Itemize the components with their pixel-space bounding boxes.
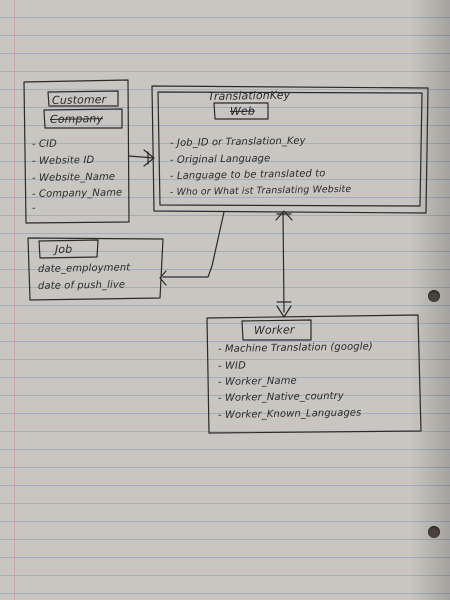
customer-attr-website-name: - Website_Name xyxy=(31,171,116,184)
job-title: Job xyxy=(54,242,73,256)
customer-title-box xyxy=(47,90,119,107)
job-title-box xyxy=(38,239,99,259)
customer-title-box-2 xyxy=(43,108,123,129)
worker-attr-worker-name: - Worker_Name xyxy=(217,375,297,388)
crows-foot-worker xyxy=(276,305,292,318)
translation-key-attr-original-language: - Original Language xyxy=(169,153,271,166)
job-attr-date-employment: date_employment xyxy=(37,262,131,275)
crows-foot-job xyxy=(159,270,167,286)
punch-hole-middle xyxy=(428,290,440,302)
customer-attr-blank: - xyxy=(31,202,36,214)
job-box xyxy=(27,237,164,301)
translation-job-link xyxy=(162,211,225,278)
crows-foot-translation-left xyxy=(143,149,155,167)
customer-translation-link xyxy=(128,155,155,159)
job-attr-date-push-live: date of push_live xyxy=(37,279,126,292)
margin-line xyxy=(14,0,15,600)
translation-key-struck-title: Web xyxy=(229,104,256,118)
translation-worker-link xyxy=(282,211,285,313)
translation-key-outer-box xyxy=(151,85,429,214)
crows-foot-translation-bottom xyxy=(275,210,293,221)
worker-title: Worker xyxy=(253,323,295,337)
translation-key-inner-box xyxy=(157,91,423,207)
translation-key-attr-job-id: - Job_ID or Translation_Key xyxy=(169,135,306,149)
customer-title: Customer xyxy=(51,93,107,107)
punch-hole-bottom xyxy=(428,526,440,538)
customer-attr-website-id: - Website ID xyxy=(31,154,95,167)
translation-key-title-box xyxy=(213,102,269,120)
worker-box xyxy=(206,314,422,434)
worker-title-box xyxy=(241,319,312,341)
worker-attr-wid: - WID xyxy=(217,360,246,372)
translation-key-title: TranslationKey xyxy=(207,88,291,103)
customer-attr-company-name: - Company_Name xyxy=(31,187,123,200)
customer-struck-title: Company xyxy=(49,112,104,126)
customer-box xyxy=(23,79,130,224)
worker-attr-native-country: - Worker_Native_country xyxy=(217,390,344,404)
customer-attr-cid: - CID xyxy=(31,138,58,150)
